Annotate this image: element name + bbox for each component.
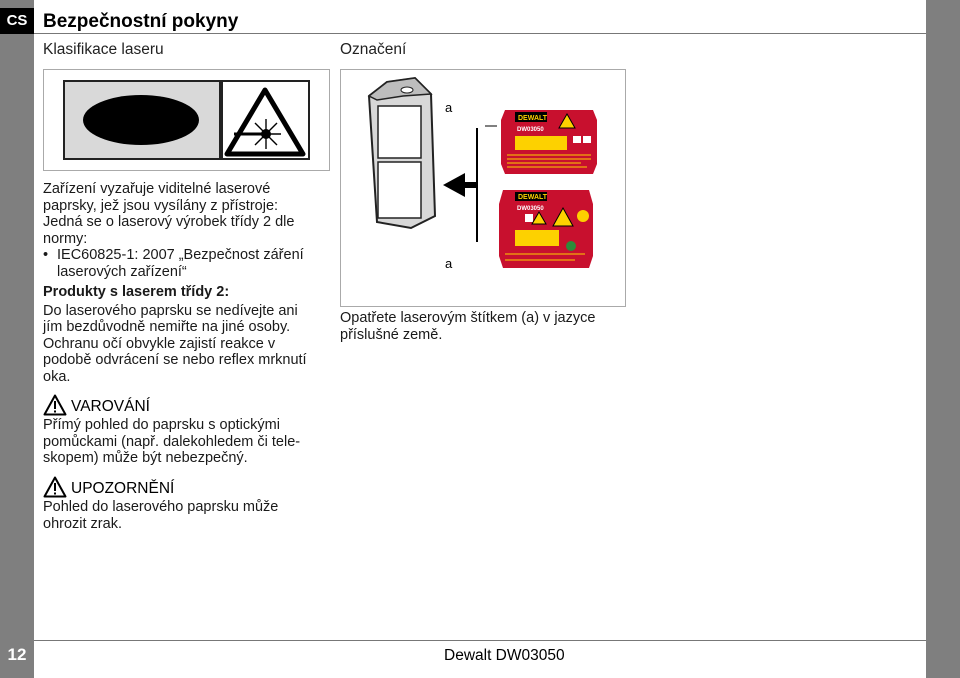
- intro-line: paprsky, jež jsou vysílány z přístroje:: [43, 197, 279, 214]
- intro-line: Jedná se o laserový výrobek třídy 2 dle: [43, 214, 295, 230]
- warning-line: skopem) může být nebezpečný.: [43, 450, 248, 466]
- title-divider: [34, 33, 926, 34]
- laser-warning-figure: [43, 69, 330, 171]
- class2-line: oka.: [43, 368, 71, 385]
- device-label-illustration: DEWALT DW03050 DEWALT DW03050: [367, 76, 597, 268]
- label-brand: DEWALT: [518, 194, 548, 201]
- class2-line: Do laserového paprsku se nedívejte ani: [43, 302, 298, 319]
- standard-line: laserových zařízení“: [57, 263, 187, 280]
- footer-divider: [34, 640, 926, 641]
- placement-arrow: [443, 173, 477, 197]
- caption-line: příslušné země.: [340, 326, 443, 343]
- caution-line: Pohled do laserového paprsku může: [43, 499, 279, 515]
- laser-hazard-icon: [224, 87, 306, 157]
- caption-line: Opatřete laserovým štítkem (a) v jazyce: [340, 310, 596, 326]
- label-model: DW03050: [517, 127, 544, 133]
- footer-model: Dewalt DW03050: [444, 647, 565, 664]
- caution-title: UPOZORNĚNÍ: [71, 480, 175, 497]
- laser-label-bottom: DEWALT DW03050: [499, 190, 593, 268]
- bullet-dot: •: [43, 247, 49, 263]
- class2-line: jím bezdůvodně nemiřte na jiné osoby.: [43, 319, 291, 335]
- class2-line: Ochranu očí obvykle zajistí reakce v: [43, 335, 276, 352]
- right-side-strip: [926, 0, 960, 678]
- label-marker-a-bottom: a: [445, 256, 453, 271]
- label-marker-a-top: a: [445, 100, 453, 115]
- label-caption: Opatřete laserovým štítkem (a) v jazyce …: [340, 310, 640, 343]
- language-tab: CS: [0, 8, 34, 34]
- intro-line: Zařízení vyzařuje viditelné laserové: [43, 181, 271, 197]
- marking-heading: Označení: [340, 41, 407, 58]
- page-number: 12: [7, 645, 27, 664]
- caution-icon: [43, 476, 67, 498]
- classification-text: Zařízení vyzařuje viditelné laserové pap…: [43, 181, 338, 385]
- caution-text: Pohled do laserového paprsku může ohrozi…: [43, 499, 343, 532]
- warning-line: Přímý pohled do paprsku s optickými: [43, 417, 280, 433]
- label-model: DW03050: [517, 206, 544, 212]
- caution-line: ohrozit zrak.: [43, 515, 122, 532]
- standard-bullet: • IEC60825-1: 2007 „Bezpečnost záření: [43, 247, 338, 264]
- class2-heading: Produkty s laserem třídy 2:: [43, 284, 230, 300]
- class2-line: podobě odvrácení se nebo reflex mrknutí: [43, 352, 307, 368]
- standard-line: IEC60825-1: 2007 „Bezpečnost záření: [57, 247, 304, 263]
- laser-warning-illustration: [63, 80, 310, 160]
- warning-text: Přímý pohled do paprsku s optickými pomů…: [43, 417, 343, 467]
- page-title: Bezpečnostní pokyny: [43, 11, 239, 32]
- laser-class-heading: Klasifikace laseru: [43, 41, 164, 58]
- warning-icon: [43, 394, 67, 416]
- laser-label-top: DEWALT DW03050: [501, 110, 597, 174]
- label-placement-figure: DEWALT DW03050 DEWALT DW03050: [340, 69, 626, 307]
- warning-line: pomůckami (např. dalekohledem či tele-: [43, 433, 301, 450]
- device-illustration: [367, 76, 437, 230]
- caution-heading: UPOZORNĚNÍ: [43, 476, 174, 498]
- warning-title: VAROVÁNÍ: [71, 398, 150, 415]
- intro-line: normy:: [43, 230, 88, 247]
- warning-heading: VAROVÁNÍ: [43, 394, 150, 416]
- standard-bullet-cont: laserových zařízení“: [43, 264, 338, 281]
- label-brand: DEWALT: [518, 115, 548, 122]
- left-side-strip: [0, 0, 34, 678]
